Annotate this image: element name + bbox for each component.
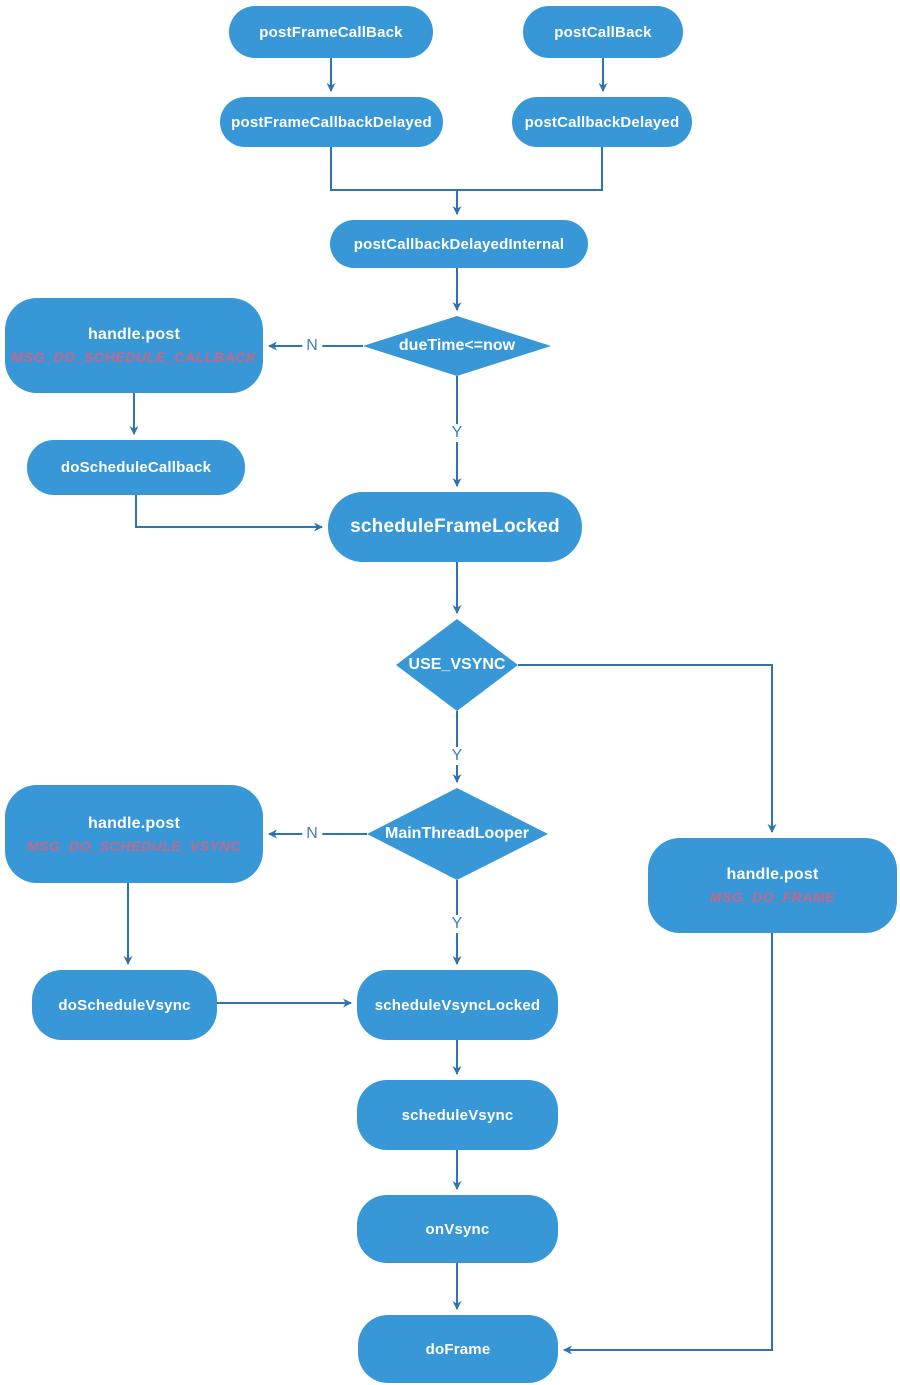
node-label: scheduleFrameLocked: [350, 516, 560, 537]
node-do-frame: doFrame: [358, 1315, 558, 1383]
edge-label-no-main-thread-looper: N: [302, 825, 322, 843]
node-post-frame-callback: postFrameCallBack: [229, 6, 433, 58]
connector: [135, 495, 323, 532]
node-handle-post-schedule-vsync: handle.post MSG_DO_SCHEDULE_VSYNC: [5, 785, 263, 883]
node-label: scheduleVsyncLocked: [374, 996, 541, 1014]
node-label: handle.post: [88, 814, 180, 832]
node-label: postCallbackDelayed: [524, 113, 680, 131]
connector: [330, 147, 603, 191]
node-post-frame-callback-delayed: postFrameCallbackDelayed: [220, 97, 443, 147]
node-message: MSG_DO_FRAME: [709, 889, 836, 905]
node-due-time-decision: dueTime<=now: [398, 337, 516, 354]
node-label: handle.post: [88, 326, 180, 343]
node-message: MSG_DO_SCHEDULE_VSYNC: [26, 837, 242, 854]
node-label: handle.post: [726, 866, 819, 883]
edge-label-yes-use-vsync: Y: [447, 747, 467, 765]
decision-shapes: [363, 316, 551, 880]
node-on-vsync: onVsync: [357, 1195, 558, 1263]
node-label: scheduleVsync: [401, 1106, 514, 1124]
node-use-vsync-decision: USE_VSYNC: [408, 656, 506, 673]
node-handle-post-schedule-callback: handle.post MSG_DO_SCHEDULE_CALLBACK: [5, 298, 263, 393]
node-do-schedule-callback: doScheduleCallback: [27, 440, 245, 495]
node-handle-post-do-frame: handle.post MSG_DO_FRAME: [648, 838, 897, 933]
node-label: postCallbackDelayedInternal: [353, 235, 565, 253]
edge-label-yes-main-thread-looper: Y: [447, 915, 467, 933]
node-post-callback-delayed-internal: postCallbackDelayedInternal: [330, 220, 588, 268]
node-schedule-vsync: scheduleVsync: [357, 1080, 558, 1150]
connector: [518, 664, 777, 833]
use-vsync-decision-shape: [396, 619, 518, 711]
node-label: postFrameCallBack: [259, 23, 403, 41]
edge-label-yes-due-time: Y: [447, 424, 467, 442]
edge-label-no-due-time: N: [302, 337, 322, 355]
node-label: doFrame: [425, 1340, 491, 1358]
node-main-thread-looper-decision: MainThreadLooper: [384, 825, 530, 842]
connector: [563, 933, 773, 1355]
node-label: onVsync: [425, 1220, 490, 1238]
node-label: postFrameCallbackDelayed: [231, 113, 432, 131]
node-schedule-frame-locked: scheduleFrameLocked: [328, 492, 582, 562]
node-schedule-vsync-locked: scheduleVsyncLocked: [357, 970, 558, 1040]
node-label: doScheduleCallback: [60, 459, 212, 476]
node-post-callback-delayed: postCallbackDelayed: [512, 97, 692, 147]
main-thread-looper-decision-shape: [367, 788, 548, 880]
node-post-callback: postCallBack: [523, 6, 683, 58]
node-label: doScheduleVsync: [58, 996, 191, 1014]
due-time-decision-shape: [363, 316, 551, 376]
node-do-schedule-vsync: doScheduleVsync: [32, 970, 217, 1040]
node-label: postCallBack: [554, 23, 652, 41]
node-message: MSG_DO_SCHEDULE_CALLBACK: [11, 349, 257, 365]
